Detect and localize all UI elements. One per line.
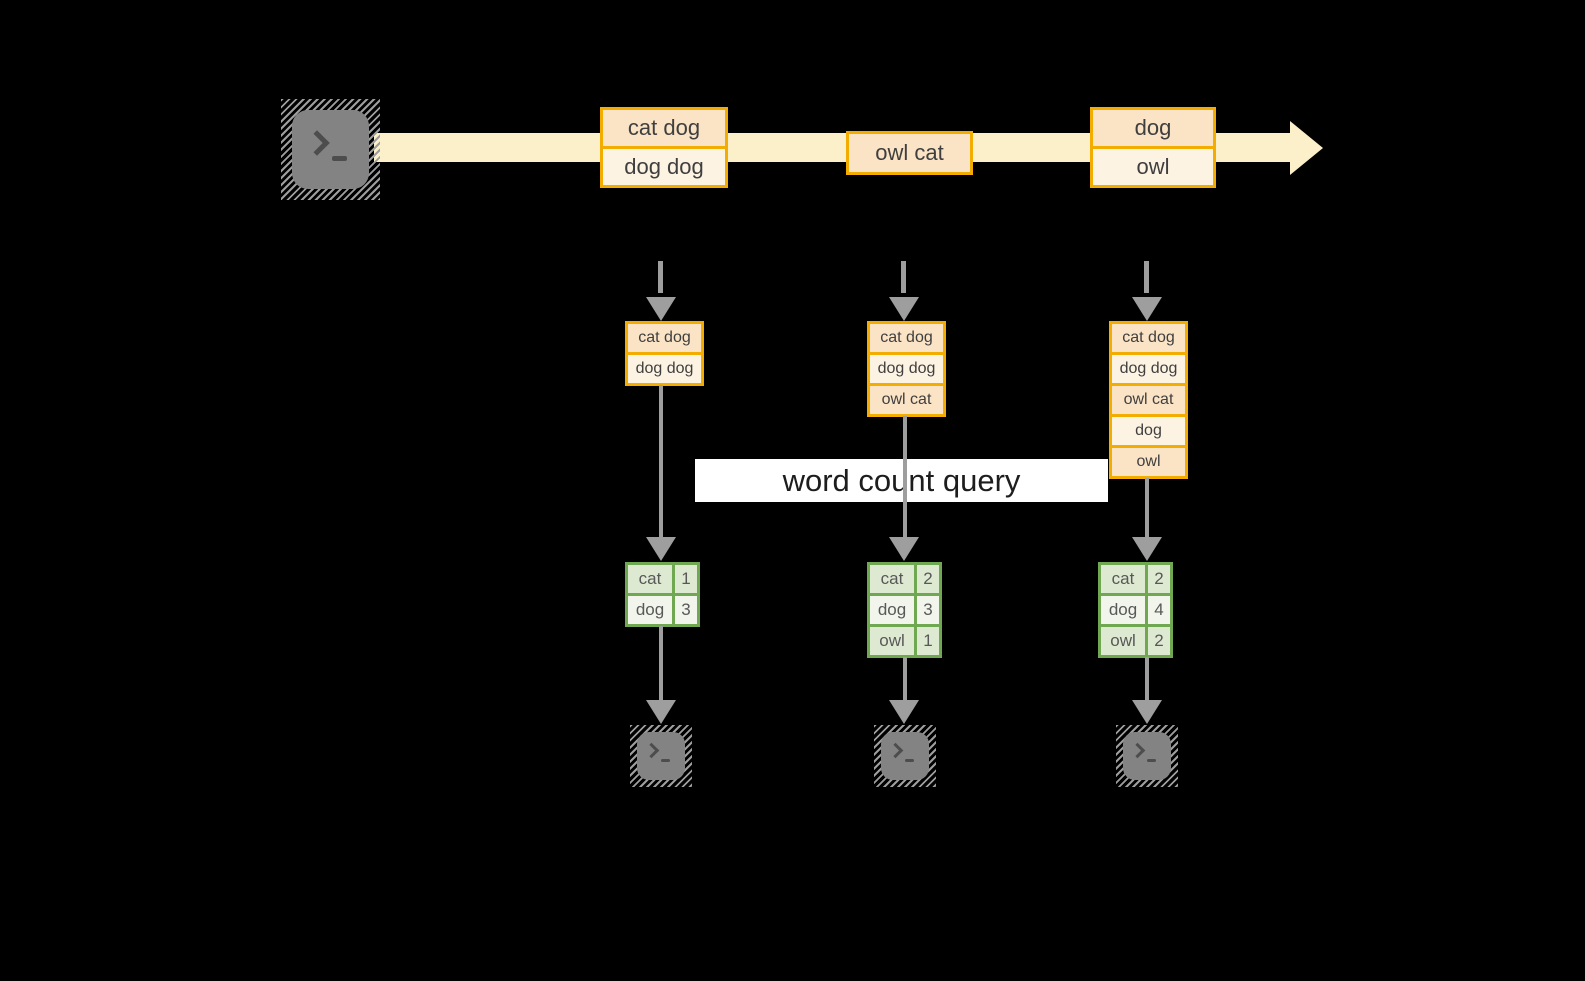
word-cell: owl <box>870 627 914 655</box>
count-cell: 3 <box>675 596 697 624</box>
arrow-down-icon <box>1132 537 1162 561</box>
word-cell: cat <box>628 565 672 593</box>
buffer-record: cat dog <box>628 324 701 352</box>
buffer-record: owl cat <box>870 386 943 414</box>
stream-record-box: dog owl <box>1090 107 1216 188</box>
buffer-record: owl cat <box>1112 386 1185 414</box>
word-cell: cat <box>1101 565 1145 593</box>
count-cell: 1 <box>917 627 939 655</box>
arrow-line <box>659 626 663 700</box>
record-buffer-box: cat dog dog dog <box>625 321 704 386</box>
buffer-record: cat dog <box>1112 324 1185 352</box>
prompt-cursor-icon <box>332 156 347 161</box>
word-cell: owl <box>1101 627 1145 655</box>
dashed-arrow-line <box>901 261 906 293</box>
query-label-band: word count query <box>695 459 1108 502</box>
word-cell: dog <box>628 596 672 624</box>
word-cell: dog <box>1101 596 1145 624</box>
terminal-screen <box>292 110 369 189</box>
prompt-cursor-icon <box>661 759 670 762</box>
prompt-cursor-icon <box>1147 759 1156 762</box>
buffer-record: owl <box>1112 448 1185 476</box>
arrow-down-icon <box>1132 700 1162 724</box>
arrow-line <box>659 385 663 537</box>
terminal-icon <box>874 725 936 787</box>
stream-record-box: owl cat <box>846 131 973 175</box>
buffer-record: dog dog <box>870 355 943 383</box>
stream-arrowhead-icon <box>1290 121 1323 175</box>
terminal-icon <box>281 99 380 200</box>
stream-record: cat dog <box>603 110 725 146</box>
count-cell: 1 <box>675 565 697 593</box>
prompt-chevron-icon <box>1129 742 1146 759</box>
arrow-line <box>1145 657 1149 700</box>
buffer-record: cat dog <box>870 324 943 352</box>
stream-record-box: cat dog dog dog <box>600 107 728 188</box>
count-cell: 4 <box>1148 596 1170 624</box>
count-cell: 2 <box>917 565 939 593</box>
dashed-arrow-line <box>1144 261 1149 293</box>
buffer-record: dog dog <box>628 355 701 383</box>
record-buffer-box: cat dog dog dog owl cat dog owl <box>1109 321 1188 479</box>
terminal-screen <box>637 732 685 780</box>
arrow-down-icon <box>889 537 919 561</box>
word-count-table: cat 1 dog 3 <box>625 562 700 627</box>
arrow-line <box>903 657 907 700</box>
buffer-record: dog <box>1112 417 1185 445</box>
query-label: word count query <box>782 462 1021 498</box>
arrow-down-icon <box>889 297 919 321</box>
prompt-chevron-icon <box>887 742 904 759</box>
word-cell: cat <box>870 565 914 593</box>
terminal-icon <box>1116 725 1178 787</box>
terminal-screen <box>881 732 929 780</box>
word-count-table: cat 2 dog 3 owl 1 <box>867 562 942 658</box>
word-count-table: cat 2 dog 4 owl 2 <box>1098 562 1173 658</box>
arrow-line <box>1145 478 1149 537</box>
arrow-down-icon <box>1132 297 1162 321</box>
stream-record: dog dog <box>603 149 725 185</box>
count-cell: 3 <box>917 596 939 624</box>
terminal-icon <box>630 725 692 787</box>
terminal-screen <box>1123 732 1171 780</box>
prompt-chevron-icon <box>643 742 660 759</box>
arrow-down-icon <box>646 537 676 561</box>
arrow-down-icon <box>889 700 919 724</box>
count-cell: 2 <box>1148 565 1170 593</box>
count-cell: 2 <box>1148 627 1170 655</box>
word-cell: dog <box>870 596 914 624</box>
arrow-down-icon <box>646 700 676 724</box>
buffer-record: dog dog <box>1112 355 1185 383</box>
prompt-chevron-icon <box>304 130 330 156</box>
stream-record: owl cat <box>849 134 970 172</box>
record-buffer-box: cat dog dog dog owl cat <box>867 321 946 417</box>
arrow-line <box>903 416 907 537</box>
dashed-arrow-line <box>658 261 663 293</box>
prompt-cursor-icon <box>905 759 914 762</box>
stream-record: owl <box>1093 149 1213 185</box>
stream-record: dog <box>1093 110 1213 146</box>
arrow-down-icon <box>646 297 676 321</box>
